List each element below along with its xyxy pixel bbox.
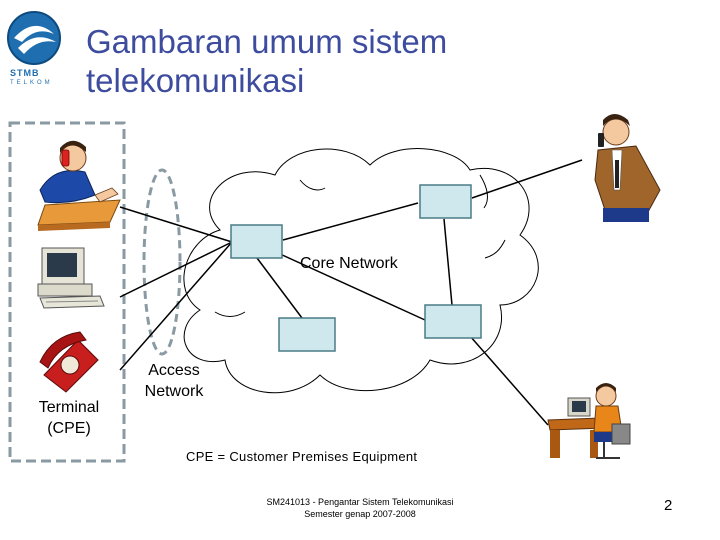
stmb-logo: STMB TELKOM bbox=[4, 8, 64, 86]
title-line-2: telekomunikasi bbox=[86, 62, 305, 99]
computer-icon bbox=[37, 247, 105, 309]
person-computer-desk-icon bbox=[547, 383, 631, 459]
page-number: 2 bbox=[664, 497, 673, 514]
connection-lines bbox=[119, 159, 583, 426]
title-line-1: Gambaran umum sistem bbox=[86, 23, 448, 60]
core-node-3 bbox=[278, 317, 336, 352]
access-network-label: Access Network bbox=[132, 360, 216, 402]
access-network-line-1: Access bbox=[148, 362, 200, 379]
logo-sub: TELKOM bbox=[10, 80, 53, 86]
terminal-label: Terminal (CPE) bbox=[24, 397, 114, 439]
cpe-definition: CPE = Customer Premises Equipment bbox=[186, 449, 418, 464]
slide-title: Gambaran umum sistem telekomunikasi bbox=[86, 22, 586, 100]
terminal-line-1: Terminal bbox=[38, 399, 100, 416]
core-network-label: Core Network bbox=[300, 255, 398, 272]
terminal-dashed-box bbox=[8, 121, 126, 463]
terminal-line-2: (CPE) bbox=[47, 420, 91, 437]
footer-line-2: Semester genap 2007-2008 bbox=[304, 509, 416, 519]
person-mobile-icon bbox=[594, 114, 661, 222]
slide-footer: SM241013 - Pengantar Sistem Telekomunika… bbox=[240, 496, 480, 520]
logo-name: STMB bbox=[10, 68, 40, 78]
footer-line-1: SM241013 - Pengantar Sistem Telekomunika… bbox=[266, 497, 454, 507]
core-node-4 bbox=[424, 304, 482, 339]
telephone-icon bbox=[39, 331, 99, 393]
access-network-line-2: Network bbox=[144, 383, 204, 400]
core-node-2 bbox=[419, 184, 472, 219]
core-node-1 bbox=[230, 224, 283, 259]
access-network-ellipse bbox=[142, 168, 182, 356]
person-phone-desk-icon bbox=[37, 140, 121, 231]
